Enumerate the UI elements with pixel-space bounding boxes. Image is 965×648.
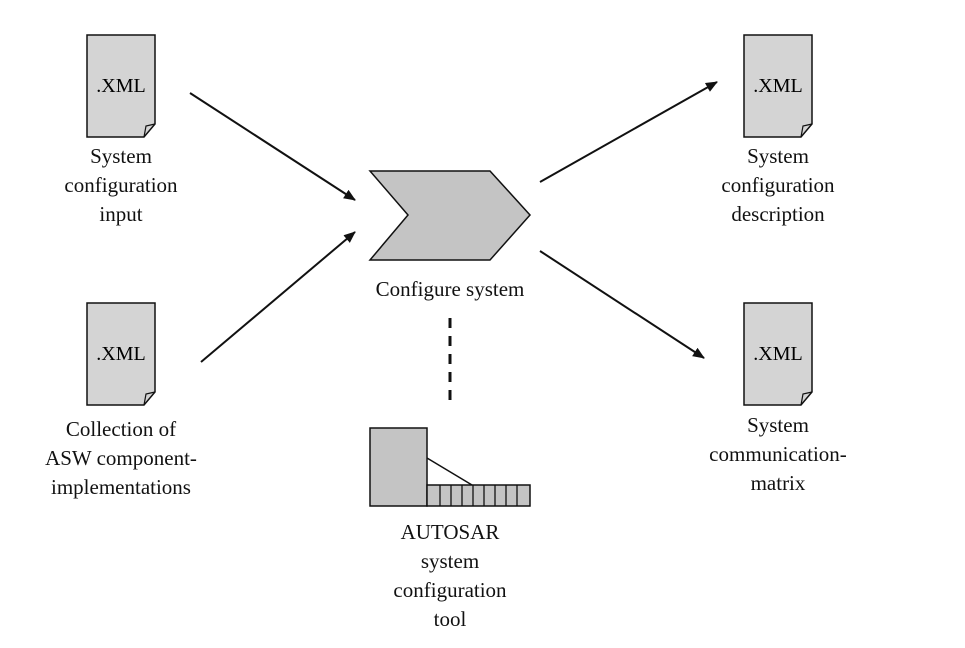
caption-configure-system: Configure system: [375, 277, 525, 301]
caption-autosar-tool: AUTOSAR system configuration tool: [393, 520, 507, 631]
doc-ext-label: .XML: [96, 343, 145, 365]
caption-system-configuration-input: System configuration input: [64, 144, 178, 226]
xml-document-icon-components: .XML: [86, 302, 156, 406]
doc-ext-label: .XML: [96, 75, 145, 97]
arrow-process-to-description: [539, 81, 718, 183]
caption-system-communication-matrix: System communication- matrix: [709, 413, 847, 495]
xml-document-icon-matrix: .XML: [743, 302, 813, 406]
configuration-tool-icon: [369, 427, 531, 507]
configure-system-chevron: [368, 170, 532, 261]
arrow-components-to-process: [200, 231, 356, 363]
xml-document-icon-input: .XML: [86, 34, 156, 138]
caption-asw-component-implementations: Collection of ASW component- implementat…: [45, 417, 197, 499]
doc-ext-label: .XML: [753, 75, 802, 97]
xml-document-icon-description: .XML: [743, 34, 813, 138]
arrow-input-to-process: [189, 92, 356, 201]
doc-ext-label: .XML: [753, 343, 802, 365]
arrow-process-to-matrix: [539, 250, 705, 359]
caption-system-configuration-description: System configuration description: [721, 144, 835, 226]
